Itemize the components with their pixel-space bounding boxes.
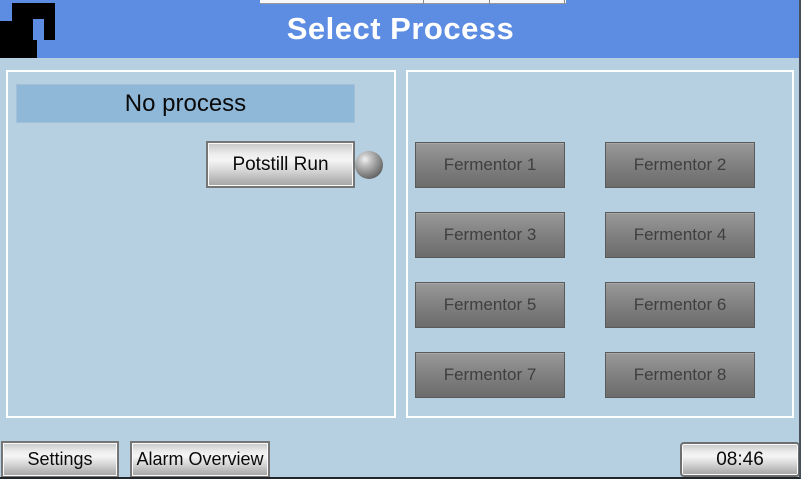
alarm-overview-button[interactable]: Alarm Overview	[130, 441, 270, 477]
fermentor-8-button[interactable]: Fermentor 8	[605, 352, 755, 398]
process-status-banner: No process	[16, 84, 355, 123]
fermentor-2-button[interactable]: Fermentor 2	[605, 142, 755, 188]
clock-display[interactable]: 08:46	[680, 442, 799, 477]
fermentor-1-button[interactable]: Fermentor 1	[415, 142, 565, 188]
page-title: Select Process	[286, 11, 515, 46]
fermentor-6-button[interactable]: Fermentor 6	[605, 282, 755, 328]
header-bar: Select Process	[0, 0, 799, 58]
fermentor-4-button[interactable]: Fermentor 4	[605, 212, 755, 258]
fermentor-7-button[interactable]: Fermentor 7	[415, 352, 565, 398]
sliver-tick	[489, 0, 490, 4]
settings-button[interactable]: Settings	[1, 441, 119, 477]
fermentor-5-button[interactable]: Fermentor 5	[415, 282, 565, 328]
sliver-tick	[423, 0, 424, 4]
brand-logo-icon	[0, 3, 55, 58]
process-panel	[6, 70, 396, 418]
sliver-tick	[564, 0, 565, 4]
potstill-run-button[interactable]: Potstill Run	[206, 141, 355, 188]
fermentor-3-button[interactable]: Fermentor 3	[415, 212, 565, 258]
fermentor-panel	[406, 70, 794, 418]
potstill-status-led	[355, 151, 383, 179]
background-window-sliver	[260, 0, 566, 4]
